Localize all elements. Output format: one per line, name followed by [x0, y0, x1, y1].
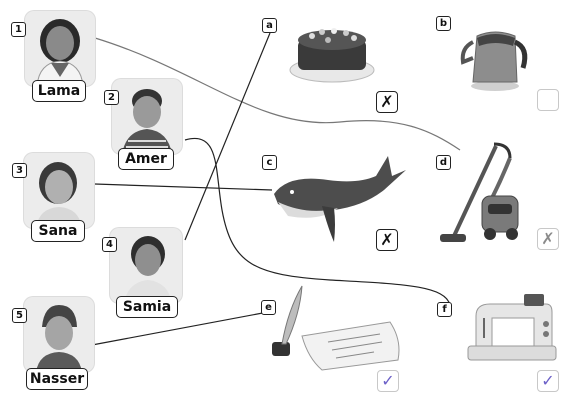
sewing-machine-icon: [467, 294, 557, 361]
line-lama-to-d: [94, 37, 461, 151]
person-number-4: 4: [102, 237, 117, 252]
kettle-icon: [460, 31, 528, 91]
picture-letter-d: d: [436, 155, 451, 170]
answer-mark-a[interactable]: ✗: [376, 91, 398, 113]
boy-portrait-icon: [122, 89, 172, 154]
person-name-1: Lama: [32, 80, 86, 102]
line-sana-to-c: [64, 182, 273, 191]
line-amer-to-f: [184, 137, 451, 306]
answer-mark-b[interactable]: [537, 89, 559, 111]
girl-portrait-icon: [36, 19, 84, 87]
picture-letter-a: a: [262, 18, 277, 33]
line-nasser-to-e: [91, 311, 269, 346]
girl-portrait-icon: [36, 162, 82, 228]
boy-portrait-icon: [36, 305, 82, 372]
person-name-3: Sana: [31, 220, 85, 242]
person-number-5: 5: [12, 308, 27, 323]
answer-mark-f[interactable]: ✓: [537, 370, 559, 392]
answer-mark-e[interactable]: ✓: [377, 370, 399, 392]
person-number-1: 1: [11, 22, 26, 37]
picture-letter-b: b: [436, 16, 451, 31]
girl-portrait-icon: [124, 236, 172, 303]
person-name-5: Nasser: [26, 368, 88, 390]
quill-and-letter-icon: [272, 285, 400, 371]
cake-icon: [289, 28, 375, 83]
person-number-2: 2: [104, 90, 119, 105]
picture-letter-c: c: [262, 155, 277, 170]
picture-letter-e: e: [261, 300, 276, 315]
line-samia-to-a: [184, 32, 271, 241]
vacuum-cleaner-icon: [440, 142, 519, 242]
person-number-3: 3: [12, 163, 27, 178]
answer-mark-c[interactable]: ✗: [376, 229, 398, 251]
person-name-2: Amer: [118, 148, 174, 170]
picture-letter-f: f: [437, 302, 452, 317]
person-name-4: Samia: [116, 296, 178, 318]
whale-icon: [274, 156, 406, 242]
answer-mark-d[interactable]: ✗: [537, 228, 559, 250]
